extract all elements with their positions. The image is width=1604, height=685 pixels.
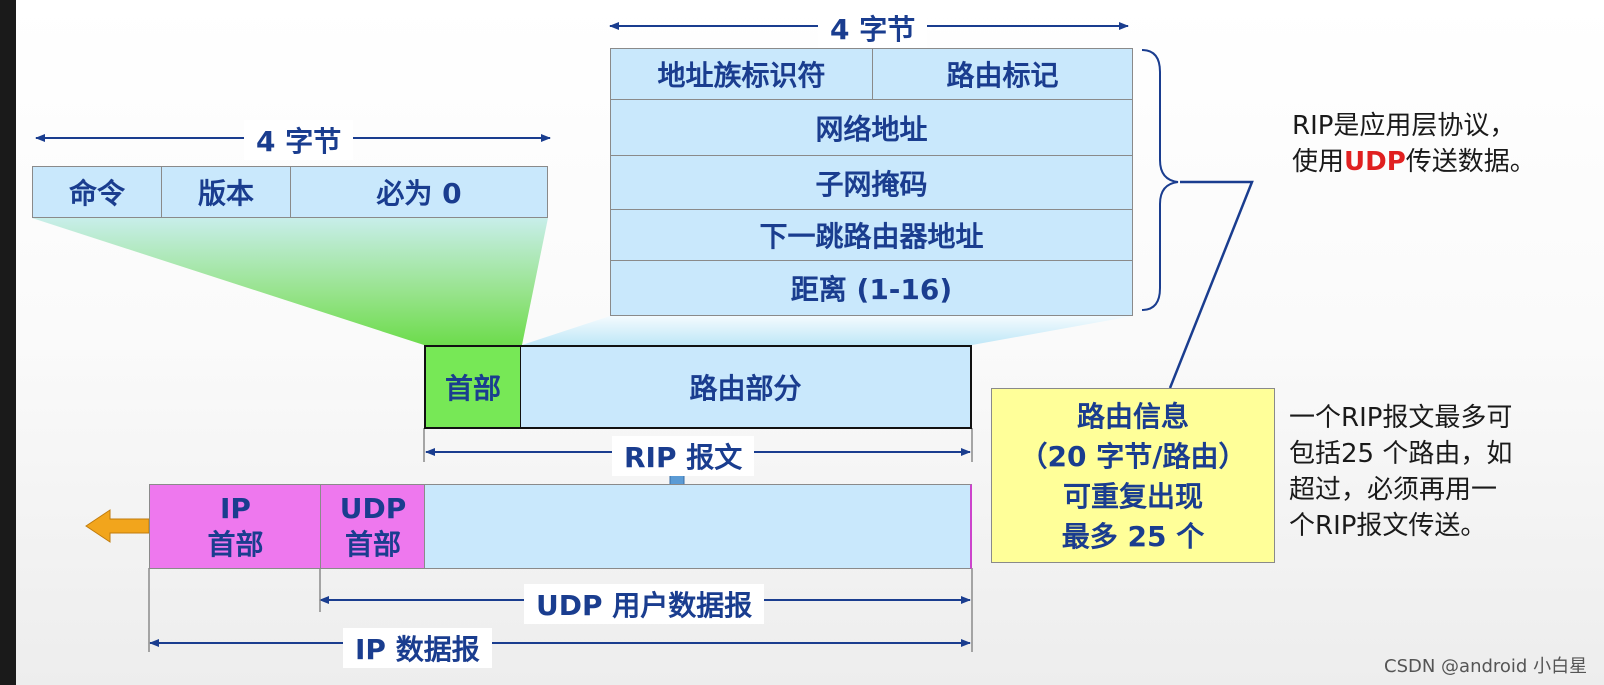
- protocol-note-line1: RIP是应用层协议，: [1292, 111, 1516, 141]
- distance-label: 距离 (1-16): [790, 273, 953, 306]
- route-tag-field: 路由标记: [872, 48, 1133, 100]
- version-label: 版本: [197, 177, 254, 210]
- routing-part-label: 路由部分: [689, 372, 802, 405]
- rip-header-block: 首部: [424, 345, 522, 429]
- next-hop-label: 下一跳路由器地址: [759, 220, 984, 253]
- udp-highlight: UDP: [1344, 147, 1406, 177]
- header-width-label: 4 字节: [244, 120, 354, 160]
- route-info-line1: 路由信息: [1076, 400, 1189, 433]
- ip-header-line1: IP: [220, 491, 251, 525]
- route-limit-line2: 包括25 个路由，如: [1289, 439, 1513, 469]
- network-address-label: 网络地址: [815, 112, 928, 146]
- left-edge-bar: [0, 0, 16, 685]
- route-limit-line4: 个RIP报文传送。: [1289, 511, 1487, 541]
- routing-projection-fan: [522, 316, 1133, 345]
- brace-connector-line: [1168, 180, 1254, 389]
- rip-message-label: RIP 报文: [612, 436, 755, 476]
- command-field: 命令: [32, 166, 162, 218]
- route-info-line3: 可重复出现: [1062, 480, 1203, 513]
- route-limit-line1: 一个RIP报文最多可: [1289, 403, 1513, 433]
- subnet-mask-field: 子网掩码: [610, 155, 1133, 210]
- watermark: CSDN @android 小白星: [1384, 656, 1588, 677]
- udp-data-block: [424, 484, 972, 569]
- version-field: 版本: [161, 166, 291, 218]
- route-width-label: 4 字节: [818, 8, 928, 48]
- must-zero-field: 必为 0: [290, 166, 548, 218]
- subnet-mask-label: 子网掩码: [815, 167, 928, 201]
- header-projection-fan: [32, 218, 548, 345]
- ip-header-block: IP 首部: [149, 484, 322, 569]
- protocol-note: RIP是应用层协议， 使用UDP传送数据。: [1292, 108, 1536, 180]
- udp-header-line1: UDP: [339, 491, 407, 525]
- route-info-line4: 最多 25 个: [1061, 520, 1205, 553]
- routing-part-block: 路由部分: [520, 345, 972, 429]
- udp-header-line2: 首部: [344, 527, 401, 561]
- address-family-label: 地址族标识符: [657, 59, 826, 92]
- command-label: 命令: [68, 177, 125, 210]
- next-hop-field: 下一跳路由器地址: [610, 209, 1133, 261]
- route-info-box: 路由信息 （20 字节/路由） 可重复出现 最多 25 个: [991, 388, 1275, 563]
- ip-header-line2: 首部: [207, 527, 264, 561]
- ip-datagram-label: IP 数据报: [343, 628, 492, 668]
- route-limit-note: 一个RIP报文最多可 包括25 个路由，如 超过，必须再用一 个RIP报文传送。: [1289, 400, 1512, 544]
- route-info-line2: （20 字节/路由）: [1019, 440, 1247, 473]
- route-fields-brace: [1141, 49, 1179, 311]
- route-tag-label: 路由标记: [946, 59, 1059, 92]
- rip-header-label: 首部: [444, 372, 501, 405]
- distance-field: 距离 (1-16): [610, 260, 1133, 316]
- udp-datagram-label: UDP 用户数据报: [524, 584, 765, 624]
- udp-header-block: UDP 首部: [320, 484, 426, 569]
- protocol-note-line2: 使用UDP传送数据。: [1292, 147, 1536, 177]
- address-family-field: 地址族标识符: [610, 48, 873, 100]
- network-address-field: 网络地址: [610, 99, 1133, 156]
- route-limit-line3: 超过，必须再用一: [1289, 475, 1498, 505]
- must-zero-label: 必为 0: [376, 177, 462, 210]
- send-left-arrow: [85, 509, 150, 543]
